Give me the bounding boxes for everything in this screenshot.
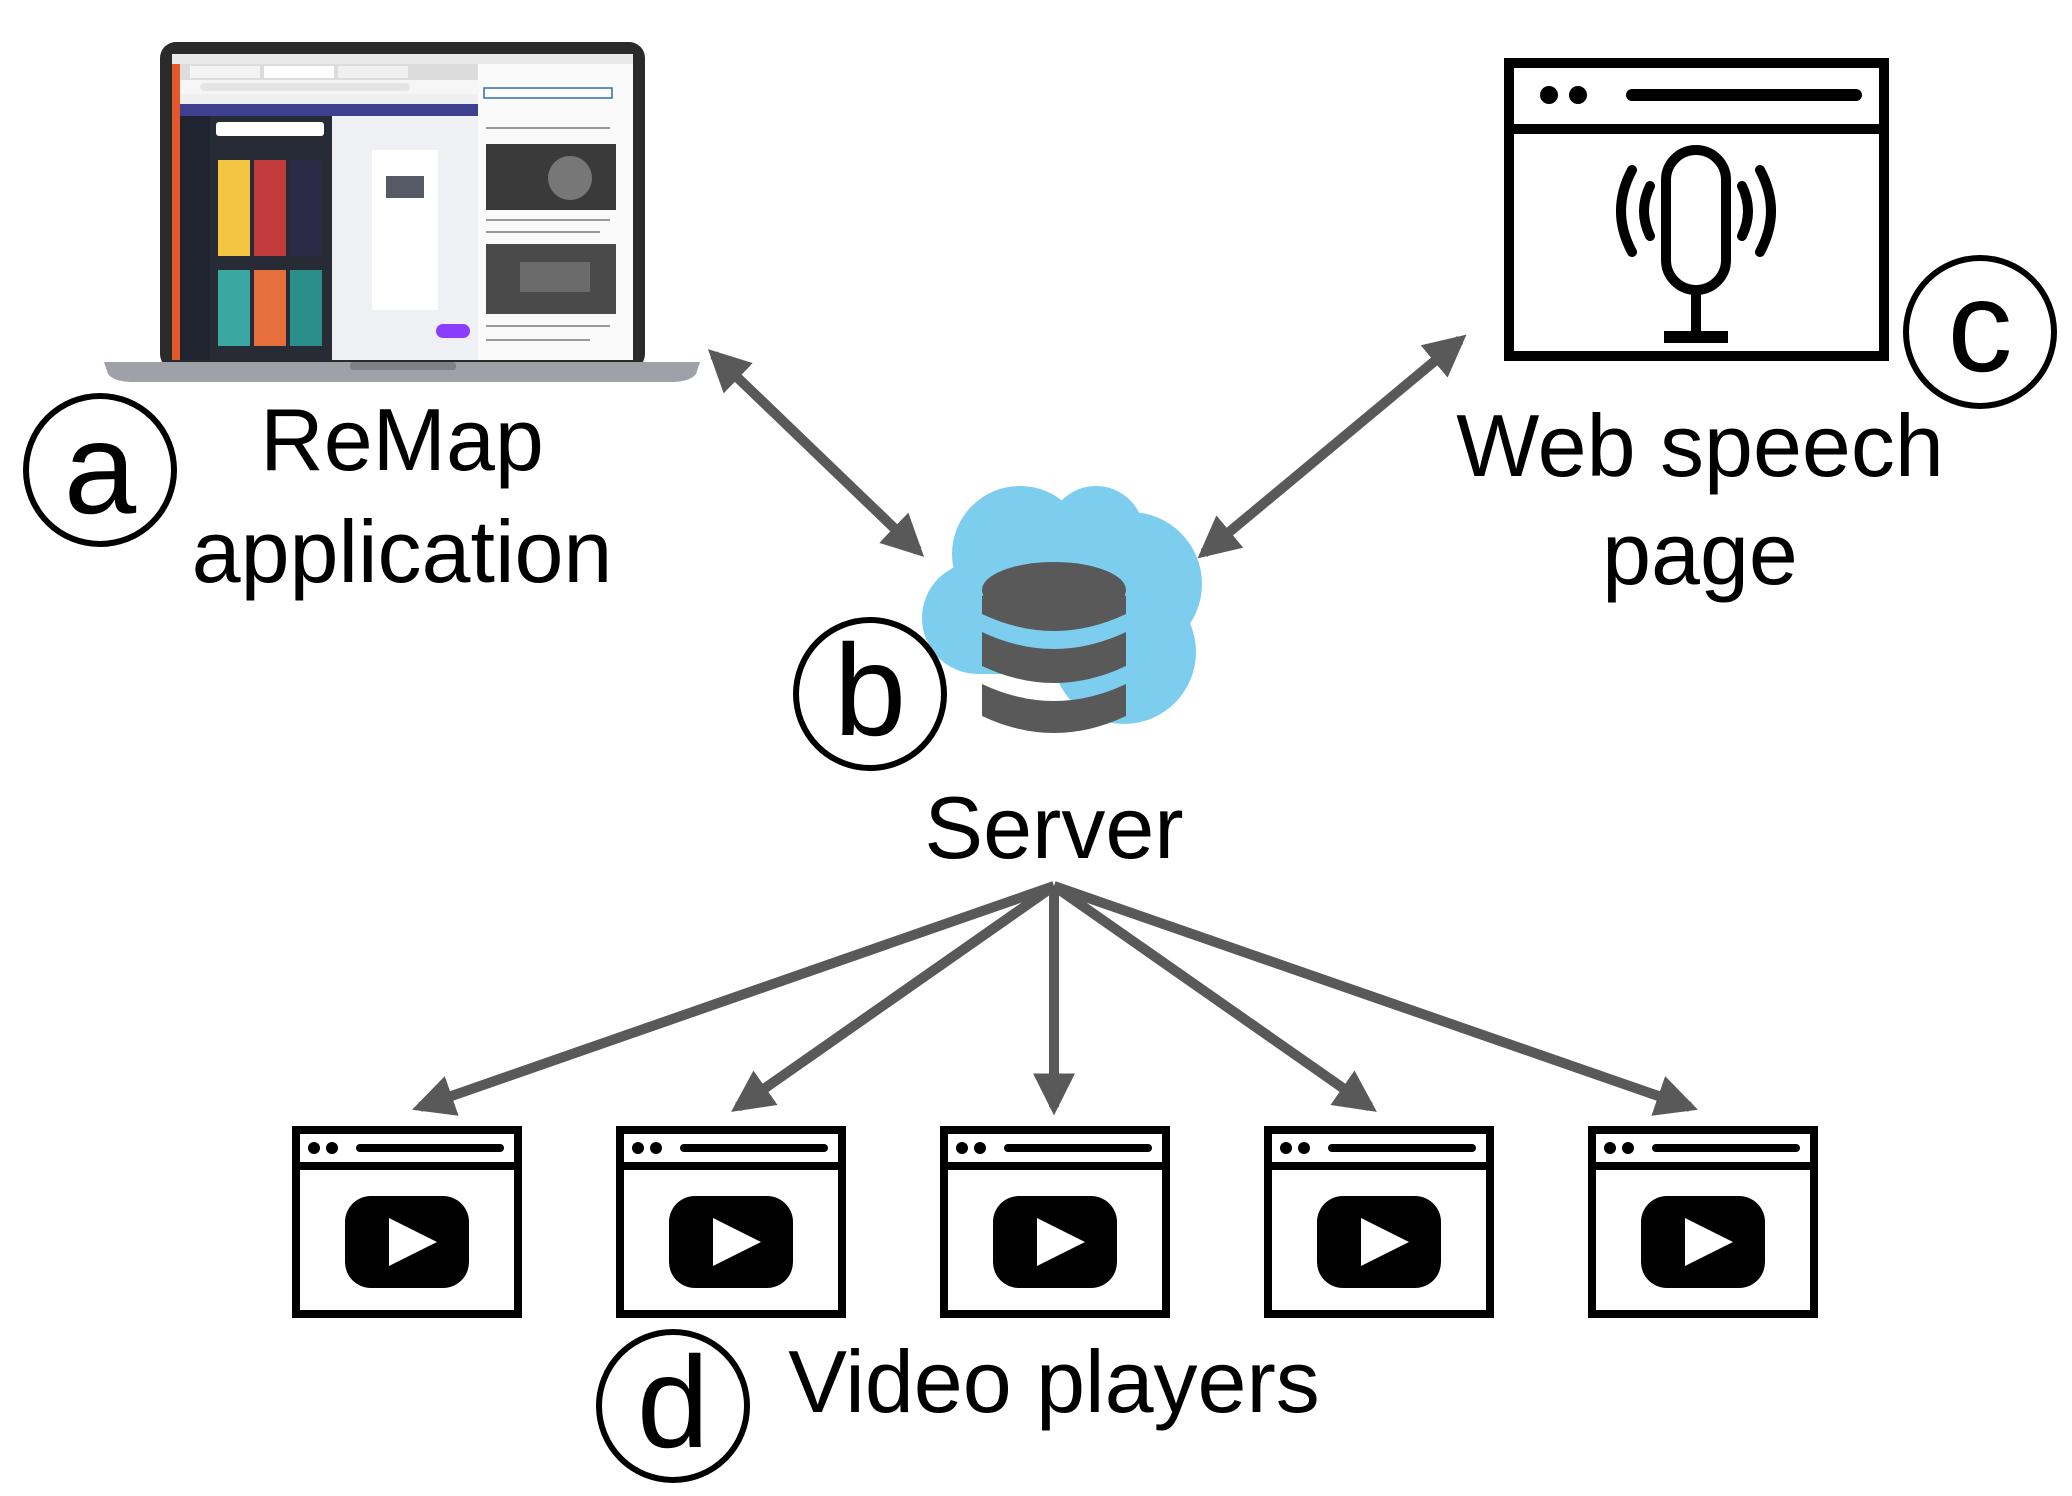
server-title: Server [924, 778, 1183, 877]
video-player-3 [940, 1126, 1170, 1318]
speech-title-line2: page [1602, 504, 1798, 603]
label-b: b [793, 617, 947, 771]
label-c: c [1903, 253, 2057, 409]
play-triangle-icon [389, 1218, 437, 1266]
arrow-speech-server [1197, 334, 1467, 559]
label-d: d [596, 1329, 750, 1483]
play-triangle-icon [1361, 1218, 1409, 1266]
letter-d: d [637, 1329, 709, 1475]
letter-a: a [64, 395, 137, 541]
arrow-server-player-5 [1052, 881, 1698, 1116]
players-title: Video players [788, 1332, 1320, 1431]
video-player-2 [616, 1126, 846, 1318]
microphone-browser-icon [1504, 58, 1889, 361]
video-players-row [292, 1126, 1818, 1318]
video-player-4 [1264, 1126, 1494, 1318]
cloud-database-icon [922, 486, 1202, 733]
letter-c: c [1948, 253, 2013, 399]
letter-b: b [834, 617, 906, 763]
play-triangle-icon [1685, 1218, 1733, 1266]
play-triangle-icon [713, 1218, 761, 1266]
play-triangle-icon [1037, 1218, 1085, 1266]
server-to-players-arrows [412, 881, 1698, 1116]
arrow-server-player-4 [1051, 881, 1377, 1112]
remap-title-line2: application [192, 502, 613, 601]
remap-title-line1: ReMap [260, 390, 544, 489]
video-player-1 [292, 1126, 522, 1318]
arrow-server-player-2 [731, 881, 1057, 1112]
video-player-5 [1588, 1126, 1818, 1318]
laptop-screenshot-icon [104, 42, 700, 382]
arrow-remap-server [707, 349, 925, 557]
arrow-server-player-1 [412, 881, 1056, 1116]
label-a: a [23, 393, 177, 547]
speech-title-line1: Web speech [1456, 396, 1944, 495]
